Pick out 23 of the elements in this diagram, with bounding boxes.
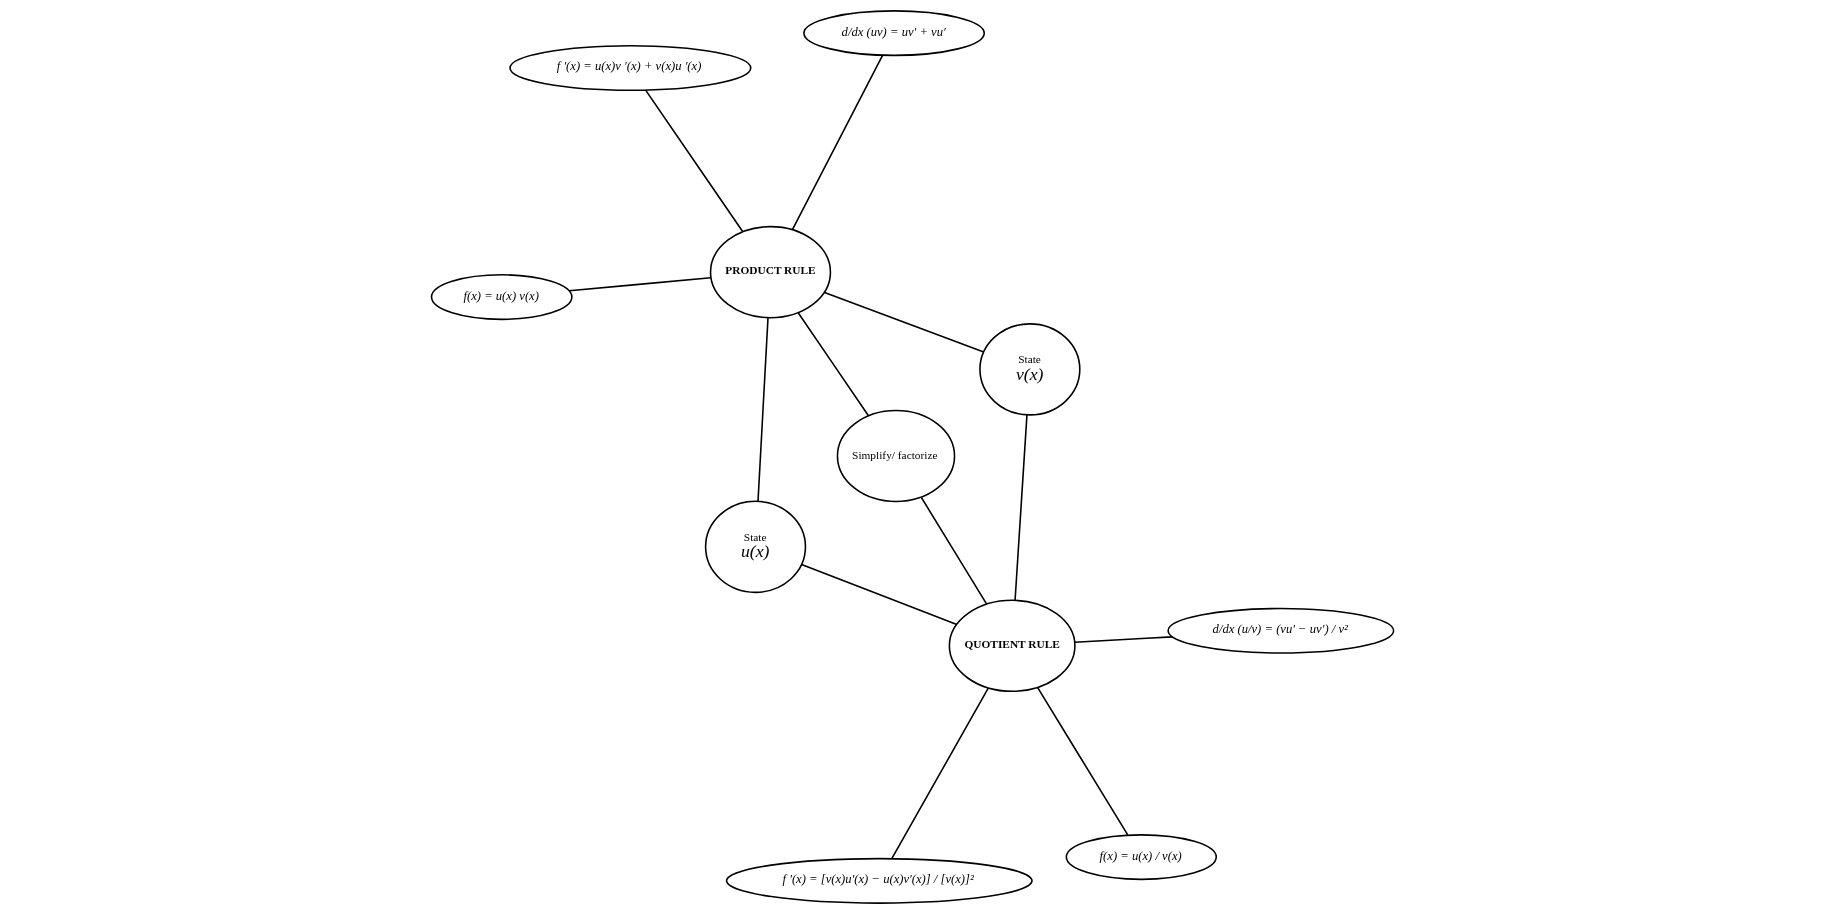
node-circle: State v(x) xyxy=(978,323,1081,416)
node-ellipse: f(x) = u(x) v(x) xyxy=(430,274,573,321)
connector xyxy=(796,311,869,417)
node-ellipse: Simplify/ factorize xyxy=(836,409,955,503)
connector xyxy=(567,276,712,292)
connector xyxy=(919,496,987,605)
connector xyxy=(791,54,883,231)
connector xyxy=(823,291,984,353)
connector xyxy=(1073,636,1173,644)
node-circle: State u(x) xyxy=(704,500,806,594)
node-ellipse: QUOTIENT RULE xyxy=(948,599,1076,693)
connector xyxy=(644,89,743,233)
node-ellipse: f '(x) = u(x)v '(x) + v(x)u '(x) xyxy=(508,44,751,91)
node-ellipse: f(x) = u(x) / v(x) xyxy=(1065,834,1217,881)
connector xyxy=(1036,686,1129,836)
node-ellipse: d/dx (u/v) = (vu' − uv') / v² xyxy=(1166,607,1394,654)
connector xyxy=(756,317,769,503)
connector xyxy=(1013,414,1028,601)
node-ellipse: d/dx (uv) = uv' + vu' xyxy=(802,10,985,57)
node-ellipse: f '(x) = [v(x)u'(x) − u(x)v'(x)] / [v(x)]² xyxy=(725,857,1033,904)
connector xyxy=(800,563,958,626)
node-ellipse: PRODUCT RULE xyxy=(709,225,831,319)
connector xyxy=(890,687,989,860)
